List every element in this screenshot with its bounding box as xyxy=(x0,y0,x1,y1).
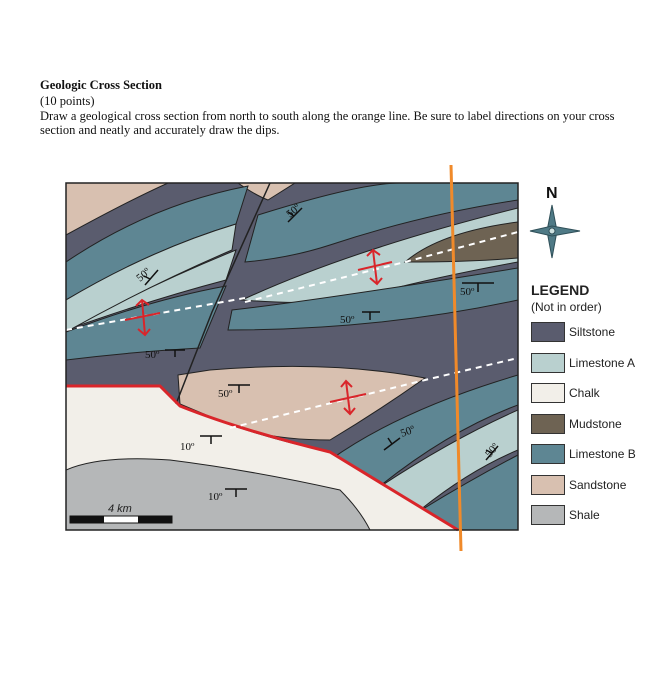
legend-item: Limestone A xyxy=(531,352,635,374)
strike-dip-symbol xyxy=(362,311,380,320)
strike-dip-symbol xyxy=(383,437,401,451)
anticline-symbol-right xyxy=(357,248,393,286)
strike-dip-symbol xyxy=(143,269,159,286)
legend-swatch xyxy=(531,505,565,525)
strike-dip-symbol xyxy=(287,207,303,223)
scale-label: 4 km xyxy=(108,503,132,515)
legend-title: LEGEND xyxy=(531,282,590,298)
dip-label: 10º xyxy=(208,491,223,503)
legend-label: Sandstone xyxy=(569,477,627,492)
legend-swatch xyxy=(531,444,565,464)
legend-subtitle: (Not in order) xyxy=(531,300,602,314)
anticline-symbol-left xyxy=(124,298,161,337)
legend-label: Limestone A xyxy=(569,355,636,370)
question-points: (10 points) xyxy=(40,94,95,108)
limestone-b-middle xyxy=(227,267,518,331)
legend-label: Chalk xyxy=(569,386,600,400)
section-line xyxy=(449,164,463,552)
limestone-a-lower-right xyxy=(373,409,518,511)
north-label: N xyxy=(546,185,558,202)
dip-label: 50º xyxy=(460,286,475,298)
limestone-b-lower-right xyxy=(329,374,518,487)
dip-label: 50º xyxy=(218,388,233,400)
dip-label: 50º xyxy=(145,349,160,361)
syncline-symbol xyxy=(329,379,367,416)
limestone-b-lower-left xyxy=(66,285,227,361)
scale-bar: 4 km xyxy=(69,503,173,524)
legend-swatch xyxy=(531,352,565,373)
legend-item: Siltstone xyxy=(531,321,615,343)
unconformity-line xyxy=(66,384,459,532)
mudstone-core xyxy=(403,221,518,263)
legend-item: Shale xyxy=(531,504,600,526)
legend-label: Siltstone xyxy=(569,325,616,339)
fault-line xyxy=(175,182,271,405)
syncline-axis xyxy=(229,357,519,429)
strike-dip-symbol xyxy=(485,445,499,461)
legend-swatch xyxy=(531,474,565,495)
north-arrow-icon: N xyxy=(529,185,581,259)
dip-label: 10º xyxy=(180,441,195,453)
legend-label: Limestone B xyxy=(569,447,636,461)
strike-dip-symbol xyxy=(200,435,222,444)
legend-label: Mudstone xyxy=(569,416,622,431)
legend-swatch xyxy=(531,322,565,342)
strike-dip-symbol xyxy=(165,349,185,357)
legend-swatch xyxy=(531,413,565,434)
question-instructions: Draw a geological cross section from nor… xyxy=(40,109,615,137)
dip-label: 50º xyxy=(340,314,355,326)
limestone-b-upper-right xyxy=(244,183,518,263)
legend-label: Shale xyxy=(569,508,600,522)
legend-item: Limestone B xyxy=(531,443,636,465)
legend-item: Mudstone xyxy=(531,413,622,435)
strike-dip-symbol xyxy=(225,488,247,497)
dip-label: 50º xyxy=(399,423,417,439)
legend-item: Sandstone xyxy=(531,474,626,496)
shale-unit xyxy=(66,458,371,530)
strike-dip-symbol xyxy=(462,282,494,292)
sandstone-nw xyxy=(66,183,169,236)
legend-swatch xyxy=(531,383,565,403)
legend-item: Chalk xyxy=(531,382,600,404)
strike-dip-symbol xyxy=(228,384,250,393)
map-frame xyxy=(65,182,519,531)
anticline-axis-right xyxy=(244,231,519,303)
question-title: Geologic Cross Section xyxy=(40,78,162,92)
